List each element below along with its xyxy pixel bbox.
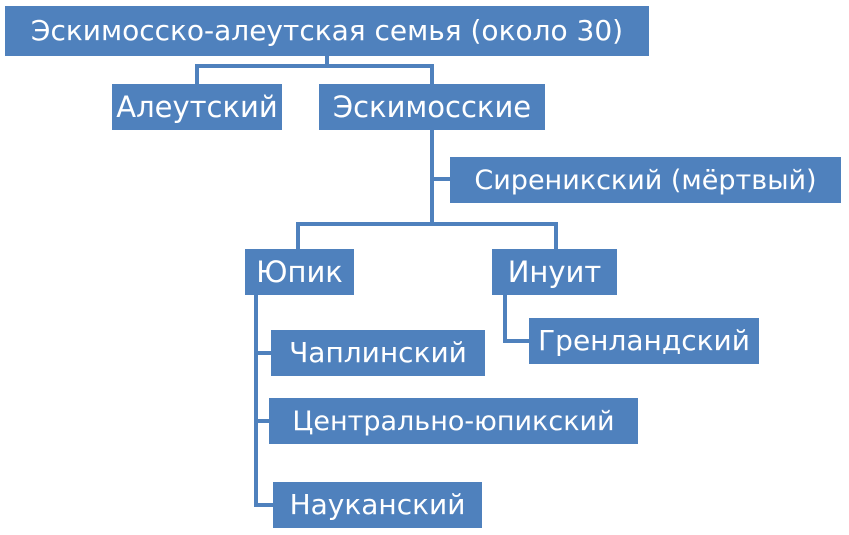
node-central-yupik: Центрально-юпикский [269, 398, 638, 444]
node-label: Науканский [289, 488, 466, 521]
node-aleut: Алеутский [112, 84, 282, 130]
node-label: Гренландский [538, 324, 750, 357]
node-label: Инуит [507, 254, 602, 289]
node-label: Центрально-юпикский [292, 405, 615, 437]
connector-yupik-to-children [254, 293, 275, 507]
node-eskimo-aleut-family: Эскимосско-алеутская семья (около 30) [5, 6, 649, 56]
node-eskimo: Эскимосские [319, 84, 545, 130]
connector-inuit-to-greenlandic [503, 293, 531, 343]
node-sirenik: Сиреникский (мёртвый) [450, 157, 841, 203]
node-label: Эскимосские [332, 89, 532, 124]
connector-root-to-children [195, 54, 434, 86]
node-label: Чаплинский [289, 336, 467, 369]
node-label: Алеутский [116, 89, 278, 124]
connector-eskimo-to-children [296, 128, 558, 251]
node-greenlandic: Гренландский [529, 318, 759, 364]
node-chaplino: Чаплинский [271, 330, 485, 376]
node-yupik: Юпик [245, 249, 354, 295]
node-naukan: Науканский [273, 482, 482, 528]
node-label: Юпик [256, 254, 343, 289]
node-inuit: Инуит [492, 249, 617, 295]
node-label: Сиреникский (мёртвый) [474, 164, 817, 196]
node-label: Эскимосско-алеутская семья (около 30) [30, 14, 624, 47]
